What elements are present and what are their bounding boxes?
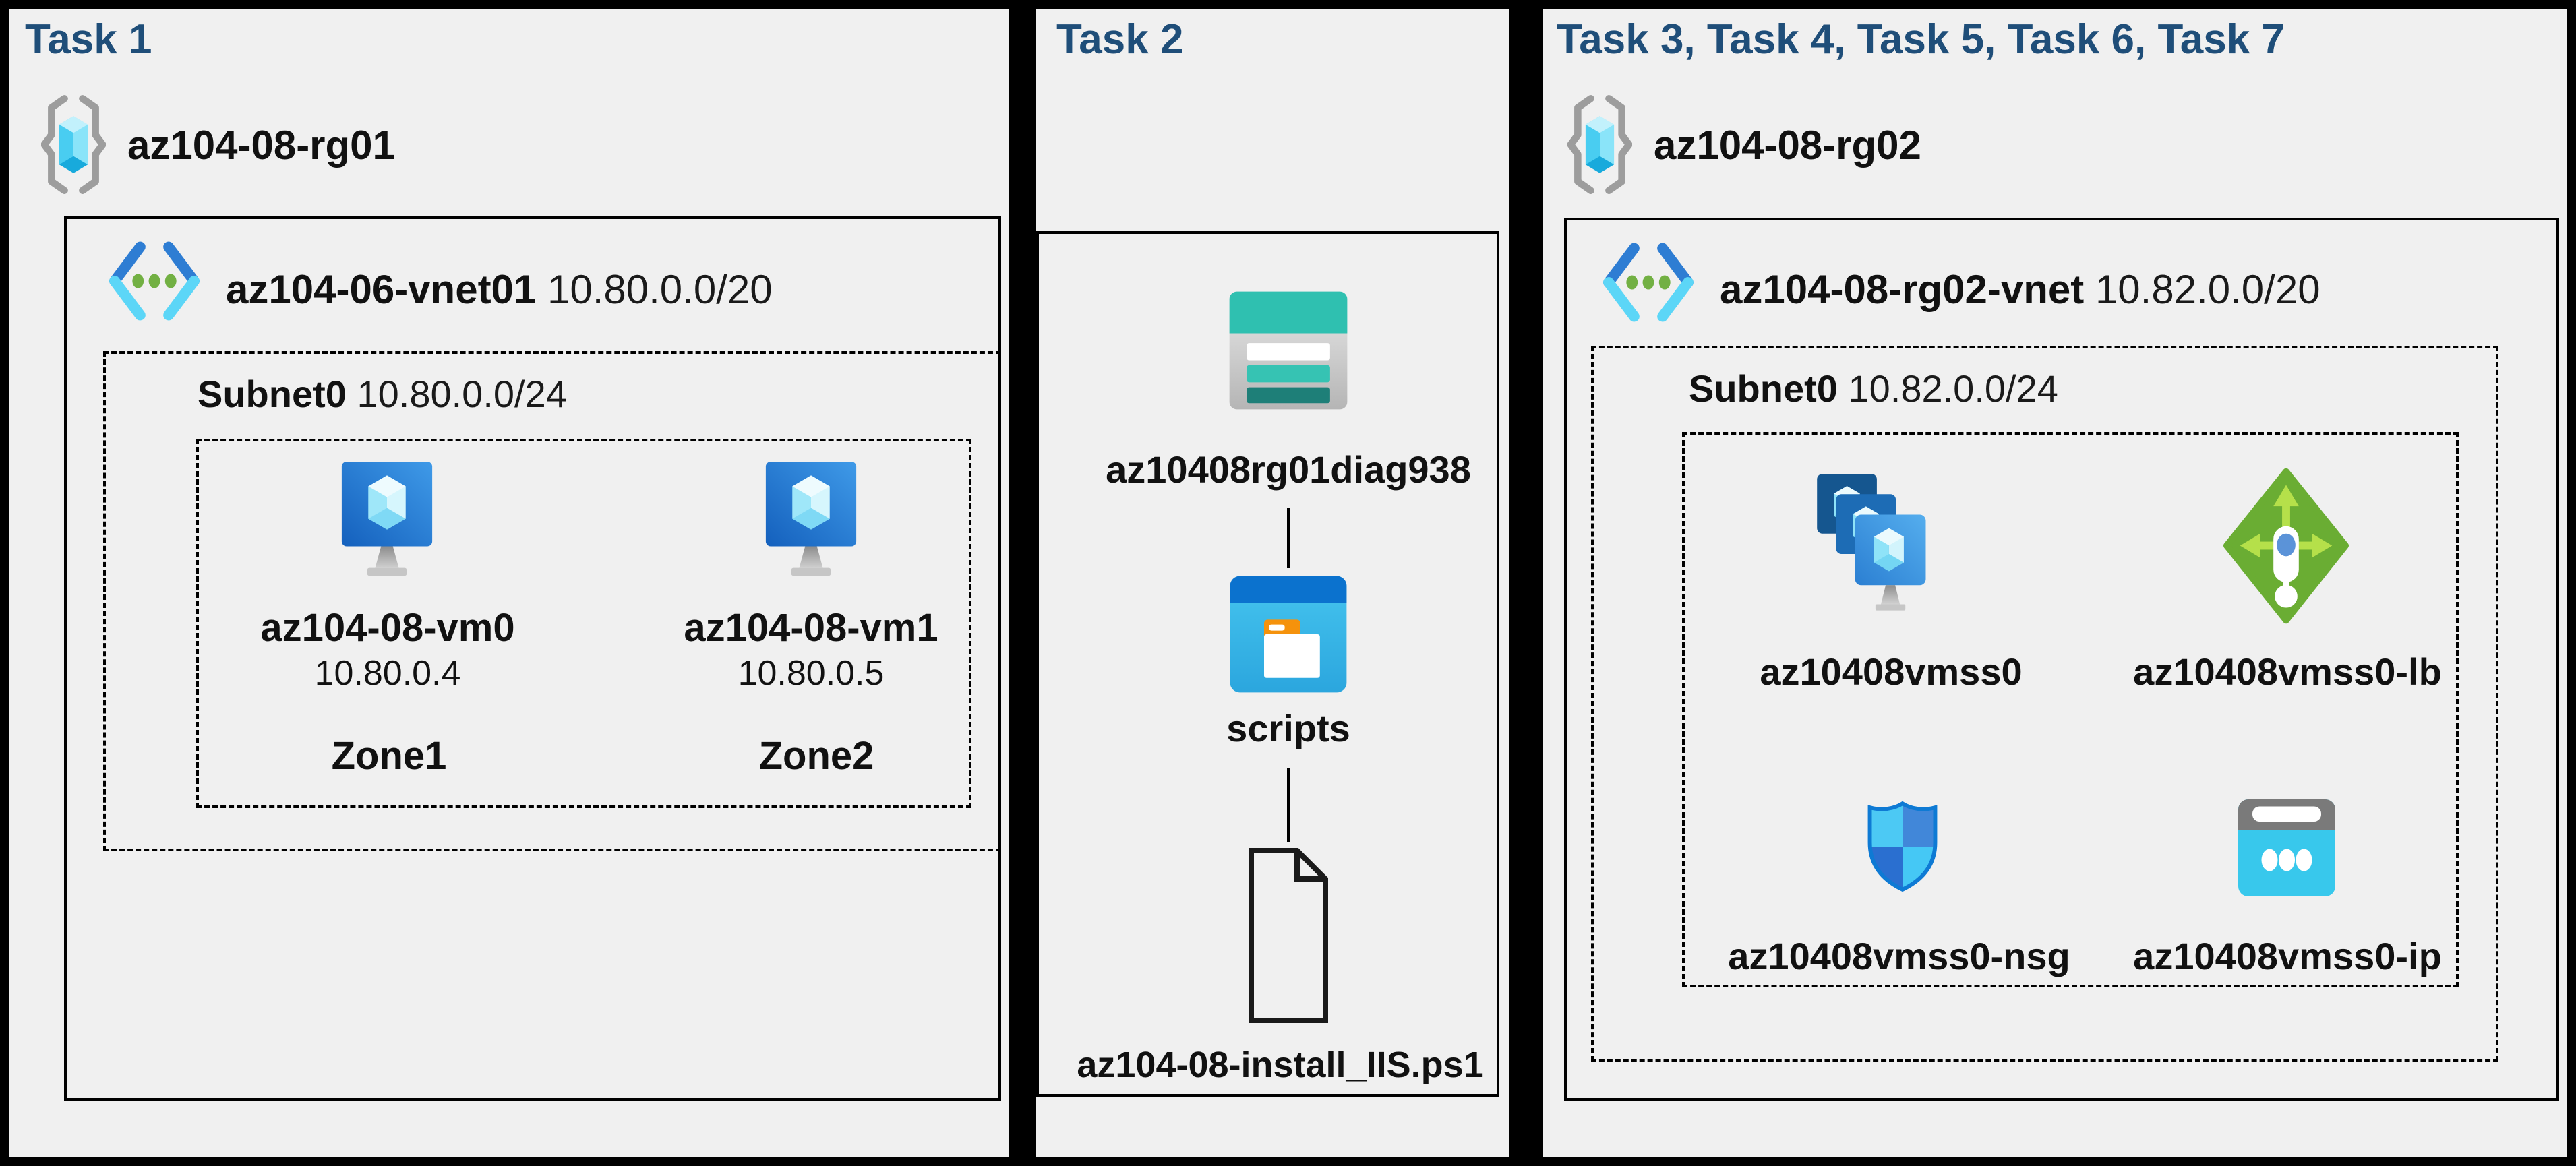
task3-vnet-box [1564, 218, 2559, 1101]
script-file-label: az104-08-install_IIS.ps1 [1077, 1045, 1484, 1085]
public-ip-icon [2236, 797, 2337, 898]
nsg-label: az10408vmss0-nsg [1728, 935, 2070, 977]
vm1-zone: Zone2 [758, 734, 874, 778]
blob-container-icon [1228, 574, 1349, 695]
task1-title: Task 1 [25, 16, 152, 63]
task3-subnet-box [1591, 346, 2498, 1062]
resource-group-icon [1567, 94, 1632, 196]
virtual-machine-icon [338, 462, 436, 582]
task1-vnet-label: az104-06-vnet01 10.80.0.0/20 [226, 266, 773, 313]
load-balancer-icon [2223, 467, 2349, 625]
task1-rg-label: az104-08-rg01 [127, 123, 395, 168]
panel-task2: Task 2 az10408rg01diag938 [1033, 5, 1513, 1161]
virtual-network-icon [1597, 243, 1700, 322]
lb-label: az10408vmss0-lb [2133, 650, 2442, 693]
panel-task1: Task 1 az104-08-rg01 [5, 5, 1013, 1161]
script-file-icon [1245, 847, 1332, 1024]
task1-subnet-cidr: 10.80.0.0/24 [357, 373, 567, 415]
task3-vnet-label: az104-08-rg02-vnet 10.82.0.0/20 [1720, 266, 2320, 313]
task1-subnet-box [103, 351, 1001, 851]
container-label: scripts [1226, 707, 1350, 749]
network-security-group-icon [1859, 777, 1946, 916]
task2-box [1036, 231, 1499, 1097]
task3-resources-box [1682, 432, 2459, 987]
vm1-ip: 10.80.0.5 [738, 654, 885, 693]
vm0-zone: Zone1 [331, 734, 447, 778]
task3-vnet-cidr: 10.82.0.0/20 [2095, 267, 2320, 312]
vmss-label: az10408vmss0 [1760, 650, 2023, 693]
task1-vm-box [196, 439, 971, 808]
vm1-name: az104-08-vm1 [684, 606, 938, 650]
ip-label: az10408vmss0-ip [2133, 935, 2442, 977]
connector-storage-scripts [1287, 508, 1290, 568]
task1-vnet-name: az104-06-vnet01 [226, 267, 537, 312]
task1-vnet-cidr: 10.80.0.0/20 [547, 267, 773, 312]
task3-title: Task 3, Task 4, Task 5, Task 6, Task 7 [1557, 16, 2285, 63]
virtual-machine-icon [762, 462, 860, 582]
storage-account-icon [1227, 289, 1350, 412]
task2-title: Task 2 [1056, 16, 1184, 63]
task1-subnet-label: Subnet0 10.80.0.0/24 [198, 373, 567, 416]
vm0-ip: 10.80.0.4 [314, 654, 461, 693]
panel-task3: Task 3, Task 4, Task 5, Task 6, Task 7 a… [1540, 5, 2571, 1161]
virtual-network-icon [103, 241, 206, 321]
task3-subnet-name: Subnet0 [1689, 367, 1838, 410]
connector-scripts-file [1287, 768, 1290, 842]
task3-vnet-name: az104-08-rg02-vnet [1720, 267, 2085, 312]
task3-rg-label: az104-08-rg02 [1654, 123, 1921, 168]
resource-group-icon [41, 94, 106, 196]
task3-subnet-label: Subnet0 10.82.0.0/24 [1689, 367, 2058, 410]
storage-account-label: az10408rg01diag938 [1106, 448, 1471, 491]
task1-subnet-name: Subnet0 [198, 373, 347, 415]
vm0-name: az104-08-vm0 [260, 606, 515, 650]
vm-scale-set-icon [1817, 474, 1953, 644]
task3-subnet-cidr: 10.82.0.0/24 [1848, 367, 2058, 410]
